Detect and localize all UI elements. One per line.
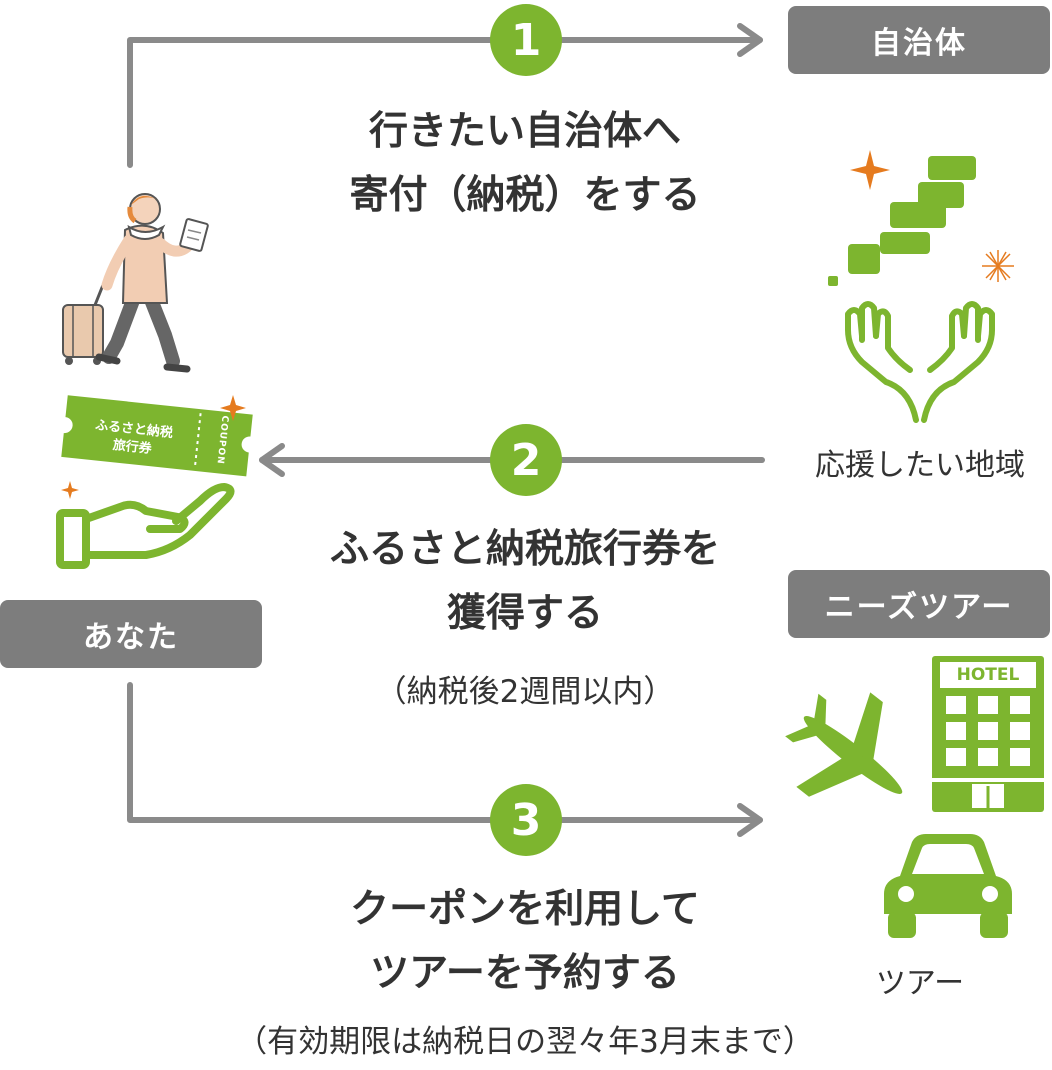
step-3-number: 3 — [490, 784, 562, 856]
step-1-text: 行きたい自治体へ 寄付（納税）をする — [280, 100, 770, 228]
step-3-line2: ツアーを予約する — [370, 951, 680, 996]
step-2-line1: ふるさと納税旅行券を — [329, 527, 720, 572]
region-caption: 応援したい地域 — [815, 448, 1025, 483]
step-2-text: ふるさと納税旅行券を 獲得する — [260, 518, 790, 646]
arrow-3-head — [737, 803, 763, 837]
starburst-icon — [982, 250, 1014, 282]
you-label: あなた — [0, 600, 262, 668]
step-3-note: （有効期限は納税日の翌々年3月末まで） — [236, 1024, 814, 1060]
step-1-line1: 行きたい自治体へ — [368, 109, 681, 154]
step-2-note: （納税後2週間以内） — [375, 674, 675, 710]
needs-tour-label: ニーズツアー — [788, 570, 1050, 638]
step-2-line2: 獲得する — [446, 591, 603, 636]
tour-caption: ツアー — [875, 966, 965, 1001]
coupon-hand-icon: ふるさと納税 旅行券 COUPON — [50, 395, 280, 575]
step-2-number: 2 — [490, 424, 562, 496]
hotel-icon: HOTEL — [932, 656, 1044, 812]
step-1-line2: 寄付（納税）をする — [349, 173, 701, 218]
japan-map-icon — [828, 150, 1014, 286]
open-hands-icon — [845, 301, 995, 423]
step-3-text: クーポンを利用して ツアーを予約する — [260, 878, 790, 1006]
step-1-number: 1 — [490, 4, 562, 76]
municipality-label: 自治体 — [788, 6, 1050, 74]
traveler-illustration — [62, 193, 209, 373]
step-3-line1: クーポンを利用して — [350, 887, 700, 932]
airplane-icon — [785, 692, 903, 797]
car-icon — [884, 834, 1012, 938]
hotel-sign: HOTEL — [940, 662, 1036, 688]
arrow-2-head — [259, 443, 285, 477]
arrow-1-head — [737, 23, 763, 57]
sparkle-icon — [850, 150, 890, 190]
